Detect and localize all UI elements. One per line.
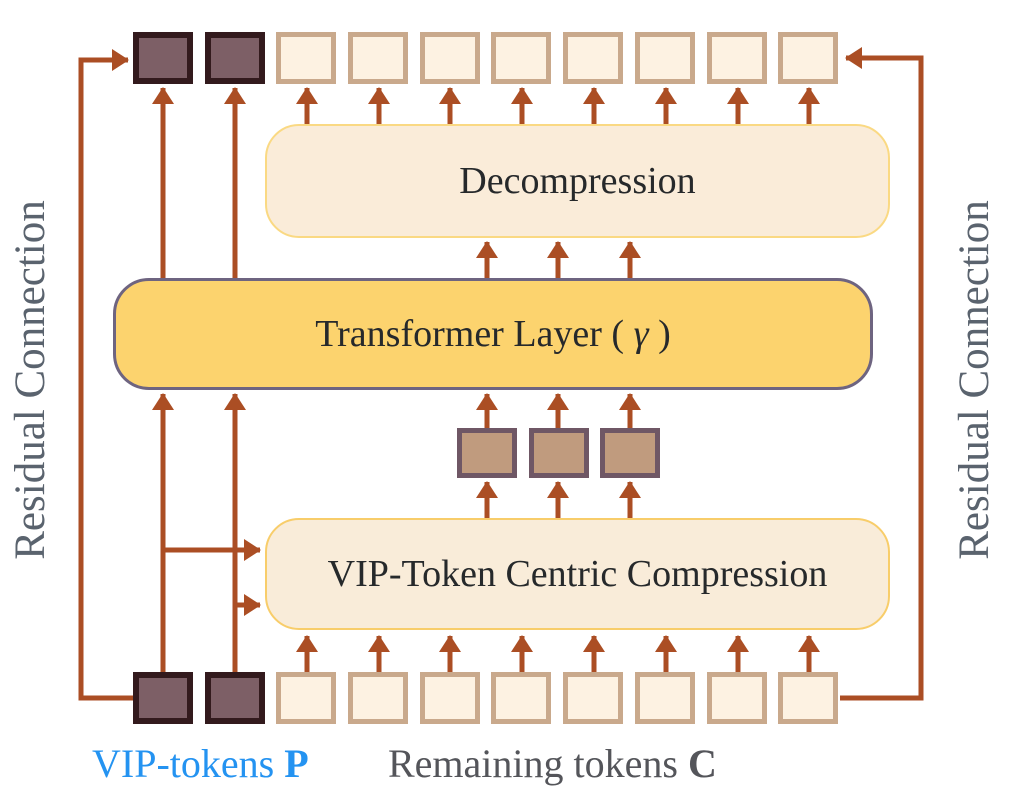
- remaining-token: [348, 32, 409, 84]
- remaining-token: [491, 672, 552, 724]
- gamma-symbol: γ: [633, 313, 649, 355]
- vip-token: [133, 672, 193, 724]
- remaining-tokens-legend: Remaining tokens C: [388, 740, 717, 787]
- remaining-token: [634, 672, 695, 724]
- vip-token: [133, 32, 193, 84]
- remaining-tokens-symbol: C: [687, 741, 717, 786]
- remaining-token: [419, 32, 480, 84]
- remaining-token: [491, 32, 552, 84]
- remaining-token: [419, 672, 480, 724]
- transformer-label-prefix: Transformer Layer (: [315, 313, 634, 355]
- remaining-token: [706, 32, 767, 84]
- compressed-token: [528, 428, 589, 478]
- vip-token-centric-compression-box: VIP-Token Centric Compression: [265, 518, 890, 630]
- remaining-token: [563, 672, 624, 724]
- vip-token: [204, 32, 265, 84]
- remaining-tokens-legend-text: Remaining tokens: [388, 741, 688, 786]
- compression-label: VIP-Token Centric Compression: [327, 553, 828, 595]
- decompression-label: Decompression: [459, 160, 696, 202]
- remaining-token: [706, 672, 767, 724]
- transformer-label-suffix: ): [648, 313, 671, 355]
- remaining-token: [276, 32, 337, 84]
- remaining-token: [778, 32, 839, 84]
- transformer-layer-box: Transformer Layer ( γ ): [113, 278, 873, 390]
- compressed-token: [457, 428, 517, 478]
- remaining-token: [276, 672, 337, 724]
- remaining-token: [778, 672, 839, 724]
- decompression-box: Decompression: [265, 124, 890, 238]
- remaining-token: [563, 32, 624, 84]
- compressed-token-row: [457, 428, 660, 478]
- vip-tokens-symbol: P: [284, 741, 309, 786]
- remaining-token: [634, 32, 695, 84]
- top-token-row: [133, 32, 839, 84]
- remaining-token: [348, 672, 409, 724]
- residual-connection-label-right: Residual Connection: [951, 200, 998, 560]
- vip-tokens-legend-text: VIP-tokens: [92, 741, 285, 786]
- compressed-token: [600, 428, 660, 478]
- vip-token: [204, 672, 265, 724]
- residual-connection-label-left: Residual Connection: [7, 200, 54, 560]
- bottom-token-row: [133, 672, 839, 724]
- vip-tokens-legend: VIP-tokens P: [92, 740, 309, 787]
